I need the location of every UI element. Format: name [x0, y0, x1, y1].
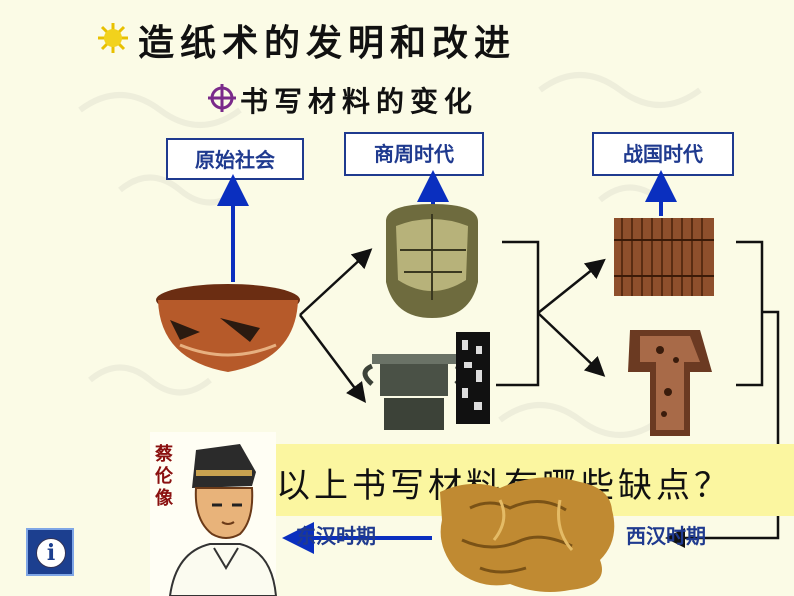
- info-icon: i: [36, 538, 66, 568]
- section-subtitle: 书写材料的变化: [240, 85, 479, 118]
- portrait-caption: 蔡伦像: [155, 444, 173, 509]
- era-box-shang-zhou: 商周时代: [344, 132, 484, 176]
- info-button[interactable]: i: [26, 528, 74, 576]
- era-label-western-han: 西汉时期: [626, 524, 706, 548]
- era-label-eastern-han: 东汉时期: [296, 524, 376, 548]
- era-box-warring-states: 战国时代: [592, 132, 734, 176]
- page-title: 造纸术的发明和改进: [138, 23, 517, 64]
